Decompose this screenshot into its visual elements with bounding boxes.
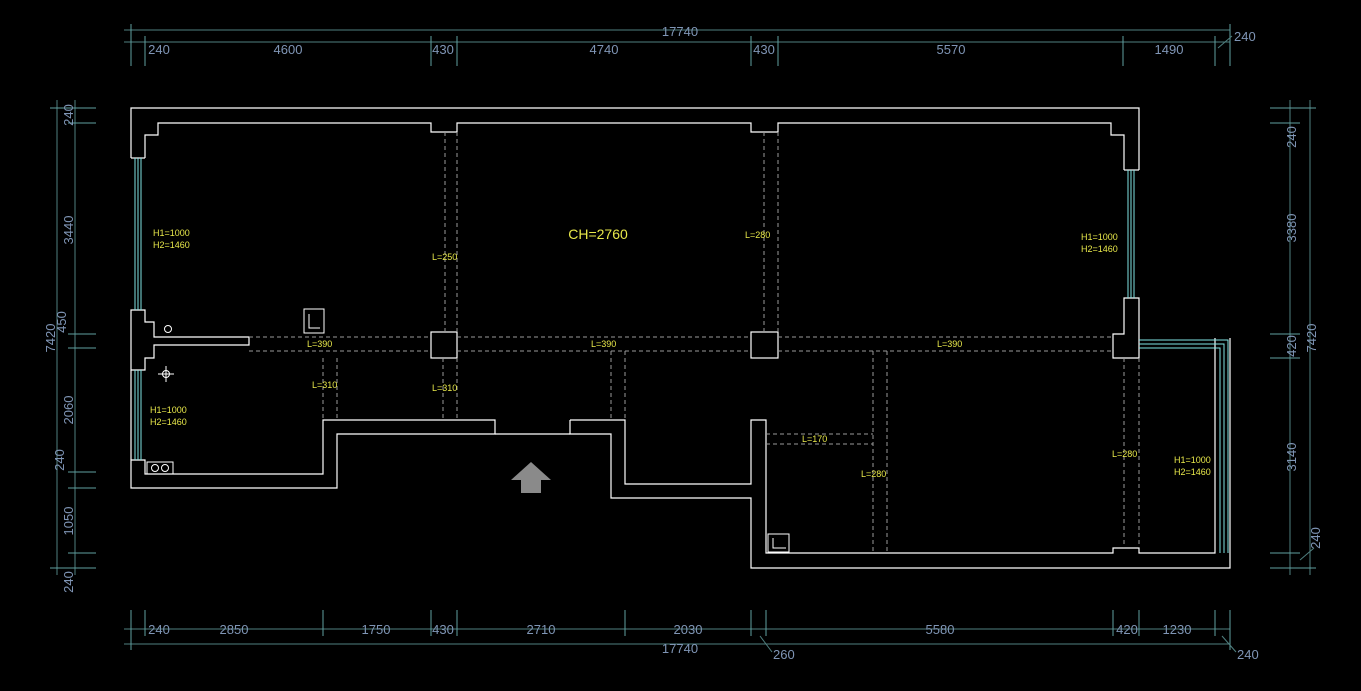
bottom-dim-4: 430 xyxy=(432,622,454,637)
top-dimensions: 17740 240 4600 430 4740 430 5570 1490 24… xyxy=(124,24,1256,66)
bottom-dim-3: 1750 xyxy=(362,622,391,637)
bottom-dim-8: 420 xyxy=(1116,622,1138,637)
top-dim-4: 4740 xyxy=(590,42,619,57)
windows xyxy=(134,158,1229,553)
left-dim-5: 240 xyxy=(52,449,67,471)
bottom-total-dim: 17740 xyxy=(662,641,698,656)
top-dim-1: 240 xyxy=(148,42,170,57)
beam-label-3: L=390 xyxy=(307,339,332,349)
fixture-toilet-bottom xyxy=(767,533,790,553)
window-left-bottom-h2: H2=1460 xyxy=(150,417,187,427)
bottom-dim-7: 5580 xyxy=(926,622,955,637)
bottom-extra-dim-2: 240 xyxy=(1237,647,1259,662)
right-total-dim: 7420 xyxy=(1304,324,1319,353)
left-dim-1: 240 xyxy=(61,104,76,126)
bottom-dim-9: 1230 xyxy=(1163,622,1192,637)
bottom-dim-5: 2710 xyxy=(527,622,556,637)
beam-label-5: L=390 xyxy=(937,339,962,349)
ceiling-height-label: CH=2760 xyxy=(568,226,628,242)
beam-label-10: L=280 xyxy=(1112,449,1137,459)
left-dim-3: 450 xyxy=(54,311,69,333)
right-dim-5: 240 xyxy=(1308,527,1323,549)
walls xyxy=(130,107,1231,569)
entrance-arrow-icon xyxy=(511,462,551,493)
right-dim-4: 3140 xyxy=(1284,443,1299,472)
left-dim-4: 2060 xyxy=(61,396,76,425)
window-right-top-h1: H1=1000 xyxy=(1081,232,1118,242)
top-total-dim: 17740 xyxy=(662,24,698,39)
window-left-bottom-h1: H1=1000 xyxy=(150,405,187,415)
top-dim-3: 430 xyxy=(432,42,454,57)
fixture-toilet-top xyxy=(303,308,325,334)
beam-label-1: L=250 xyxy=(432,252,457,262)
beam-label-8: L=170 xyxy=(802,434,827,444)
bottom-dim-2: 2850 xyxy=(220,622,249,637)
beam-label-4: L=390 xyxy=(591,339,616,349)
beam-label-9: L=280 xyxy=(861,469,886,479)
right-dim-3: 420 xyxy=(1284,335,1299,357)
window-right-bottom-h2: H2=1460 xyxy=(1174,467,1211,477)
beam-label-7: L=310 xyxy=(432,383,457,393)
top-end-dim: 240 xyxy=(1234,29,1256,44)
crosshair-icon xyxy=(158,366,174,382)
top-dim-6: 5570 xyxy=(937,42,966,57)
annotations: CH=2760 H1=1000 H2=1460 H1=1000 H2=1460 … xyxy=(150,226,1211,479)
top-dim-2: 4600 xyxy=(274,42,303,57)
bottom-dim-1: 240 xyxy=(148,622,170,637)
fixture-sink-bottom xyxy=(146,461,174,475)
bottom-dim-6: 2030 xyxy=(674,622,703,637)
right-dim-2: 3380 xyxy=(1284,214,1299,243)
left-dim-2: 3440 xyxy=(61,216,76,245)
bottom-extra-dim-1: 260 xyxy=(773,647,795,662)
window-left-top-h1: H1=1000 xyxy=(153,228,190,238)
beam-label-2: L=280 xyxy=(745,230,770,240)
left-total-dim: 7420 xyxy=(43,324,58,353)
fixture-sink-top xyxy=(164,325,172,333)
left-dimensions: 7420 240 3440 450 2060 240 1050 240 xyxy=(43,100,96,593)
window-right-bottom-h1: H1=1000 xyxy=(1174,455,1211,465)
top-dim-7: 1490 xyxy=(1155,42,1184,57)
beam-label-6: L=310 xyxy=(312,380,337,390)
right-dim-1: 240 xyxy=(1284,126,1299,148)
right-dimensions: 240 3380 420 3140 240 7420 xyxy=(1270,100,1323,575)
top-dim-5: 430 xyxy=(753,42,775,57)
window-left-top-h2: H2=1460 xyxy=(153,240,190,250)
beams xyxy=(249,132,1140,553)
left-dim-6: 1050 xyxy=(61,507,76,536)
window-right-top-h2: H2=1460 xyxy=(1081,244,1118,254)
bottom-dimensions: 240 2850 1750 430 2710 2030 5580 420 123… xyxy=(124,610,1259,662)
left-dim-7: 240 xyxy=(61,571,76,593)
